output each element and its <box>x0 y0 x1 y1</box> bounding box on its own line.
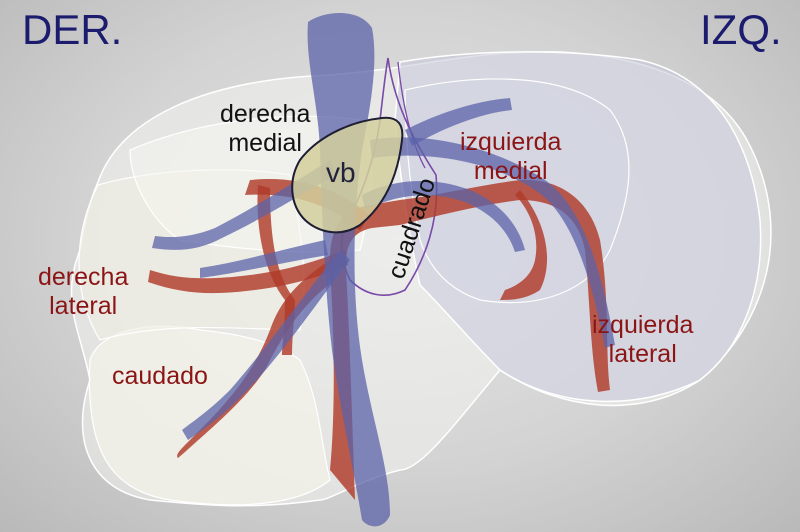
label-derecha-lateral-line2: lateral <box>38 292 128 321</box>
label-izquierda-medial-line2: medial <box>460 157 561 186</box>
left-side-marker: IZQ. <box>700 6 782 54</box>
label-izquierda-lateral-line1: izquierda <box>592 311 693 340</box>
label-derecha-medial-line2: medial <box>220 129 310 158</box>
label-izquierda-medial: izquierda medial <box>460 128 561 186</box>
label-izquierda-medial-line1: izquierda <box>460 128 561 157</box>
label-derecha-lateral: derecha lateral <box>38 263 128 321</box>
label-vb: vb <box>326 158 356 187</box>
label-izquierda-lateral-line2: lateral <box>592 340 693 369</box>
label-derecha-lateral-line1: derecha <box>38 263 128 292</box>
label-derecha-medial: derecha medial <box>220 100 310 158</box>
label-caudado: caudado <box>112 362 208 391</box>
label-derecha-medial-line1: derecha <box>220 100 310 129</box>
label-izquierda-lateral: izquierda lateral <box>592 311 693 369</box>
right-side-marker: DER. <box>22 6 122 54</box>
